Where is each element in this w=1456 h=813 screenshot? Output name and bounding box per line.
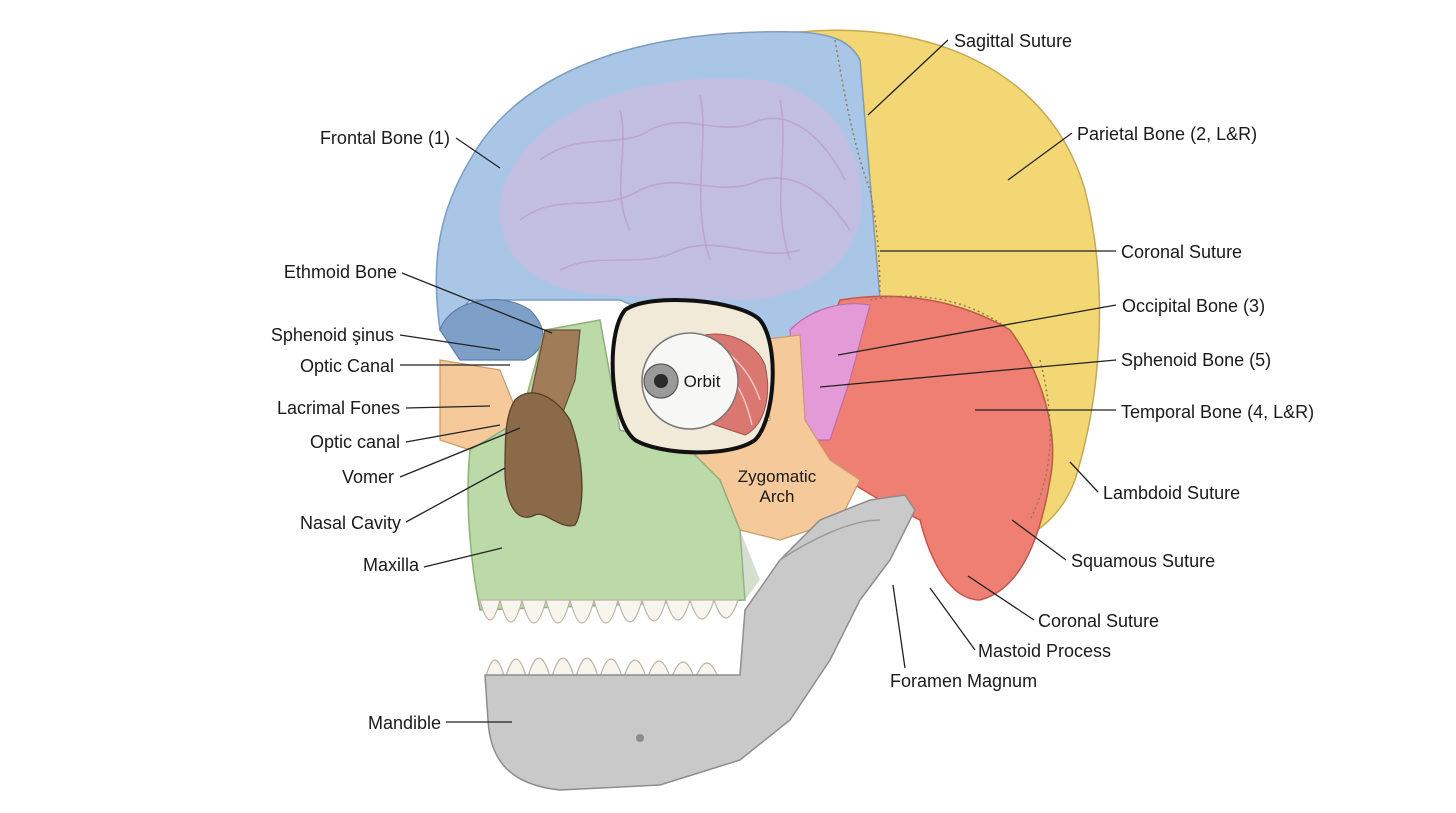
- eyeball: [641, 332, 739, 430]
- label-temporal-bone: Temporal Bone (4, L&R): [1121, 402, 1314, 422]
- leader-lines: [399, 39, 1117, 723]
- label-optic-canal-lower: Optic canal: [310, 432, 400, 452]
- label-ethmoid-bone: Ethmoid Bone: [284, 262, 397, 282]
- sphenoid-bone-region: [789, 303, 871, 441]
- teeth: [479, 599, 739, 681]
- label-coronal-suture-lower: Coronal Suture: [1038, 611, 1159, 631]
- label-maxilla: Maxilla: [363, 555, 420, 575]
- temporal-bone-region: [809, 295, 1054, 601]
- label-mandible: Mandible: [368, 713, 441, 733]
- label-sphenoid-bone: Sphenoid Bone (5): [1121, 350, 1271, 370]
- label-occipital-bone: Occipital Bone (3): [1122, 296, 1265, 316]
- brain-region: [499, 78, 862, 300]
- label-orbit: Orbit: [684, 372, 721, 391]
- label-coronal-suture-upper: Coronal Suture: [1121, 242, 1242, 262]
- label-foramen-magnum: Foramen Magnum: [890, 671, 1037, 691]
- label-sagittal-suture: Sagittal Suture: [954, 31, 1072, 51]
- skull-illustration: [435, 29, 1101, 791]
- label-optic-canal-upper: Optic Canal: [300, 356, 394, 376]
- label-parietal-bone: Parietal Bone (2, L&R): [1077, 124, 1257, 144]
- label-lacrimal-fones: Lacrimal Fones: [277, 398, 400, 418]
- label-zygomatic-arch-line2: Arch: [760, 487, 795, 506]
- label-lambdoid-suture: Lambdoid Suture: [1103, 483, 1240, 503]
- label-nasal-cavity: Nasal Cavity: [300, 513, 401, 533]
- label-vomer: Vomer: [342, 467, 394, 487]
- label-mastoid-process: Mastoid Process: [978, 641, 1111, 661]
- label-squamous-suture: Squamous Suture: [1071, 551, 1215, 571]
- labels: Sagittal Suture Frontal Bone (1) Parieta…: [271, 31, 1314, 733]
- mandible-region: [484, 494, 916, 791]
- label-sphenoid-sinus: Sphenoid şinus: [271, 325, 394, 345]
- pupil: [654, 374, 668, 388]
- label-zygomatic-arch-line1: Zygomatic: [738, 467, 817, 486]
- label-frontal-bone: Frontal Bone (1): [320, 128, 450, 148]
- nasal-cavity-region: [504, 392, 583, 527]
